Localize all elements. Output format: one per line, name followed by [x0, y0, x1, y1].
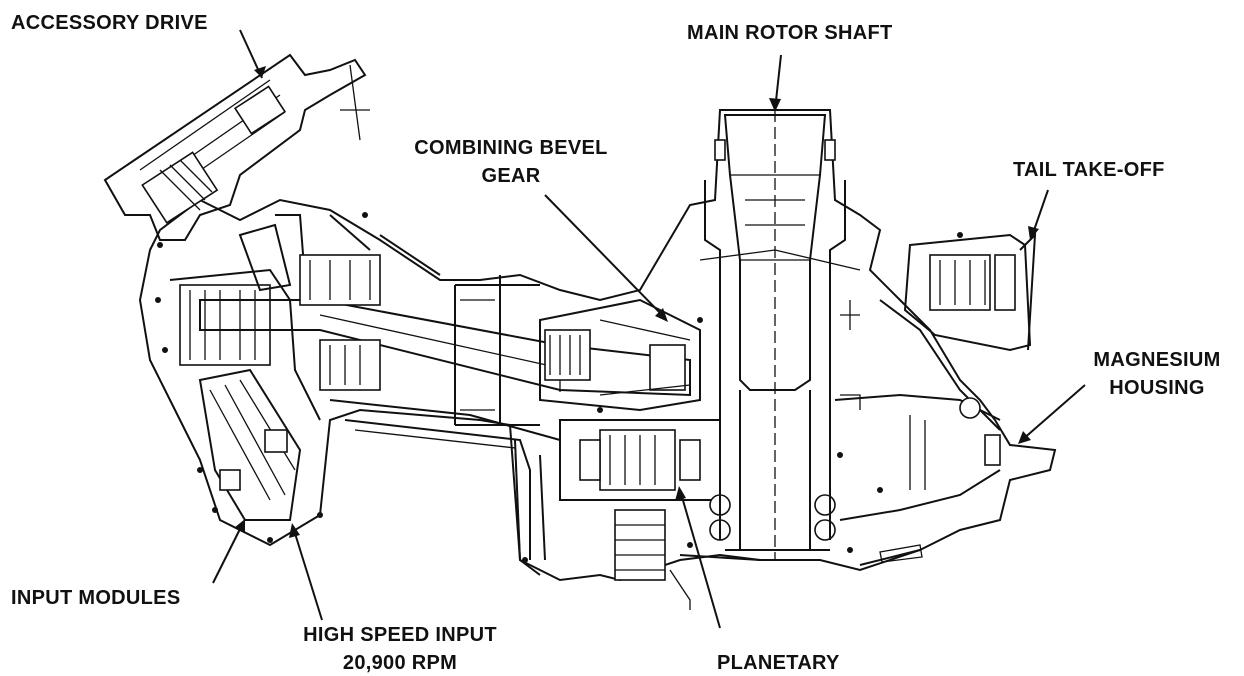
label-tail-take-off: TAIL TAKE-OFF: [1013, 159, 1165, 181]
label-combining-bevel-gear-line2: GEAR: [481, 165, 541, 187]
label-high-speed-input-line1: HIGH SPEED INPUT: [303, 624, 497, 646]
housing-outline: [138, 109, 1057, 582]
label-input-modules: INPUT MODULES: [11, 587, 181, 609]
label-magnesium-housing-line1: MAGNESIUM: [1093, 349, 1221, 371]
bolt-heads: [155, 212, 963, 563]
label-planetary: PLANETARY: [717, 652, 840, 674]
lower-housing: [514, 439, 923, 610]
accessory-drive-assembly: [103, 53, 370, 241]
bevel-housing-web: [329, 214, 561, 560]
label-main-rotor-shaft: MAIN ROTOR SHAFT: [687, 22, 893, 44]
label-high-speed-input-line2: 20,900 RPM: [342, 652, 458, 674]
high-speed-shaft: [199, 254, 691, 397]
leader-lines: [212, 29, 1086, 629]
input-module-assembly: [169, 214, 321, 521]
label-magnesium-housing-line2: HOUSING: [1109, 377, 1205, 399]
main-rotor-shaft-body: [699, 110, 861, 560]
label-accessory-drive: ACCESSORY DRIVE: [11, 12, 208, 34]
label-combining-bevel-gear-line1: COMBINING BEVEL: [414, 137, 608, 159]
tail-take-off-assembly: [834, 232, 1037, 521]
combining-bevel-gear-assembly: [539, 298, 701, 412]
